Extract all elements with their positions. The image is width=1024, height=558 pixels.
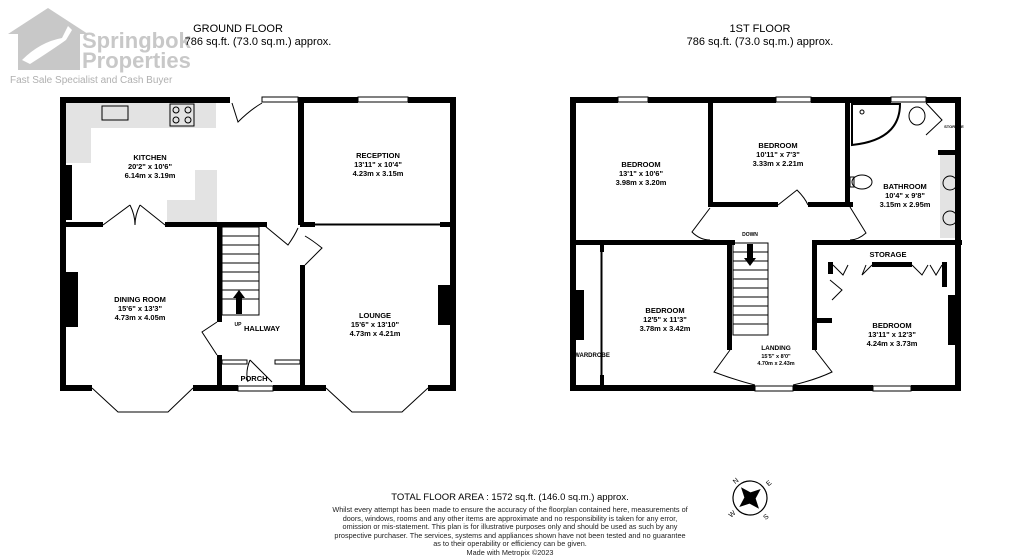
room-metric: 4.73m x 4.21m — [350, 329, 401, 338]
room-name: PORCH — [240, 374, 267, 383]
room-name: BATHROOM — [883, 182, 927, 191]
compass: N E S W — [728, 477, 774, 522]
room-metric: 4.73m x 4.05m — [115, 313, 166, 322]
room-metric: 6.14m x 3.19m — [125, 171, 176, 180]
logo-tagline: Fast Sale Specialist and Cash Buyer — [10, 75, 173, 86]
room-name: HALLWAY — [244, 324, 280, 333]
room-imperial: 20'2" x 10'6" — [128, 162, 172, 171]
room-name: KITCHEN — [133, 153, 166, 162]
room-imperial: 10'11" x 7'3" — [756, 150, 800, 159]
first-floor-plan: BEDROOM 13'1" x 10'6" 3.98m x 3.20m BEDR… — [570, 96, 964, 392]
logo: Springbok Properties Fast Sale Specialis… — [8, 8, 192, 86]
first-floor-title: 1ST FLOOR — [730, 23, 791, 35]
stairs-up — [221, 226, 260, 316]
made-with: Made with Metropix ©2023 — [466, 547, 554, 557]
room-imperial: 13'11" x 12'3" — [868, 330, 916, 339]
arrow-down-icon — [744, 244, 756, 266]
house-icon — [8, 8, 88, 70]
disclaimer: Whilst every attempt has been made to en… — [330, 505, 690, 558]
logo-line2: Properties — [82, 48, 191, 73]
room-metric: 4.24m x 3.73m — [867, 339, 918, 348]
basin-icon — [942, 210, 958, 226]
compass-w: W — [728, 510, 738, 520]
room-name: BEDROOM — [645, 306, 684, 315]
compass-n: N — [732, 477, 740, 486]
room-imperial: 15'5" x 8'0" — [761, 354, 791, 360]
room-name: BEDROOM — [758, 141, 797, 150]
sink-icon — [101, 105, 129, 121]
ground-floor-plan: KITCHEN 20'2" x 10'6" 6.14m x 3.19m RECE… — [60, 96, 456, 413]
room-imperial: 15'6" x 13'10" — [351, 320, 400, 329]
room-imperial: 13'1" x 10'6" — [619, 169, 663, 178]
disclaimer-text: Whilst every attempt has been made to en… — [332, 505, 688, 549]
basin-icon — [942, 175, 958, 191]
ground-floor-area: 786 sq.ft. (73.0 sq.m.) approx. — [185, 36, 332, 48]
compass-s: S — [762, 513, 770, 522]
room-name: BEDROOM — [872, 321, 911, 330]
compass-e: E — [765, 479, 773, 488]
room-name: LANDING — [761, 345, 791, 352]
stairs-label: UP — [235, 322, 243, 328]
toilet-icon — [851, 174, 873, 190]
room-name: LOUNGE — [359, 311, 391, 320]
room-imperial: 10'4" x 9'8" — [885, 191, 925, 200]
room-metric: 3.98m x 3.20m — [616, 178, 667, 187]
room-name: DINING ROOM — [114, 295, 166, 304]
stairs-label: DOWN — [742, 232, 758, 238]
compass-ring — [732, 480, 768, 516]
compass-rose-icon — [739, 487, 761, 509]
shower-icon — [851, 103, 902, 147]
room-name: RECEPTION — [356, 151, 400, 160]
room-metric: 3.78m x 3.42m — [640, 324, 691, 333]
springbok-icon — [22, 26, 72, 64]
room-name: STORAGE — [944, 124, 964, 129]
logo-line1: Springbok — [82, 28, 192, 53]
arrow-up-icon — [233, 290, 245, 314]
total-floor-area: TOTAL FLOOR AREA : 1572 sq.ft. (146.0 sq… — [391, 492, 629, 503]
room-metric: 3.33m x 2.21m — [753, 159, 804, 168]
hob-icon — [169, 103, 195, 127]
room-name: BEDROOM — [621, 160, 660, 169]
room-imperial: 12'5" x 11'3" — [643, 315, 687, 324]
room-imperial: 13'11" x 10'4" — [354, 160, 402, 169]
first-floor-area: 786 sq.ft. (73.0 sq.m.) approx. — [687, 36, 834, 48]
ground-floor-title: GROUND FLOOR — [193, 23, 283, 35]
basin-icon — [908, 106, 926, 126]
stairs-down — [732, 242, 769, 336]
room-metric: 4.70m x 2.43m — [757, 361, 794, 367]
room-name: WARDROBE — [574, 353, 610, 359]
room-metric: 4.23m x 3.15m — [353, 169, 404, 178]
room-imperial: 15'6" x 13'3" — [118, 304, 162, 313]
room-metric: 3.15m x 2.95m — [880, 200, 931, 209]
room-name: STORAGE — [870, 250, 907, 259]
